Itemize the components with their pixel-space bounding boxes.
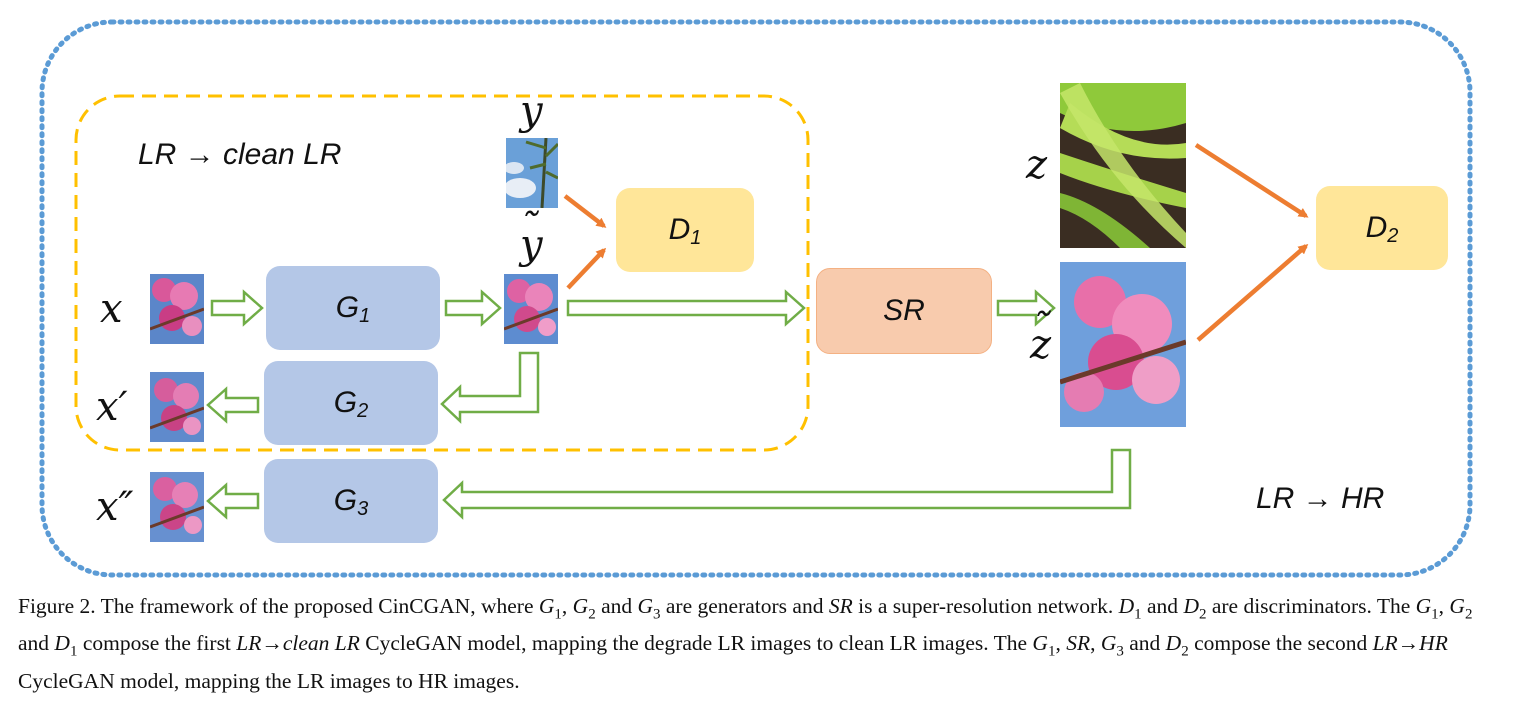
g2-letter: G <box>333 386 358 419</box>
figure-caption: Figure 2. The framework of the proposed … <box>18 592 1502 696</box>
sr-box: SR <box>816 268 992 354</box>
y-image <box>506 138 558 208</box>
outer-region-label: LR → HR <box>1256 482 1385 515</box>
caption-text: , <box>561 594 573 618</box>
caption-symbol: D <box>1183 594 1199 618</box>
arrow-z-to-d2 <box>1194 143 1309 218</box>
arrow-ztilde-to-d2 <box>1196 244 1309 342</box>
caption-symbol: G <box>1415 594 1432 618</box>
g2-subscript: 2 <box>357 399 369 422</box>
x-double-prime-image <box>150 472 204 542</box>
caption-text: , <box>1055 631 1067 656</box>
caption-text: , <box>1090 631 1101 656</box>
z-image <box>1060 83 1186 248</box>
d2-subscript: 2 <box>1387 224 1399 247</box>
diagram-connectors <box>39 19 1473 578</box>
caption-subscript: 2 <box>1181 643 1189 660</box>
caption-symbol: G <box>1100 631 1117 656</box>
caption-subscript: 1 <box>1047 643 1056 660</box>
caption-text: and <box>1141 594 1184 618</box>
caption-emphasis: LR→clean LR <box>236 631 360 656</box>
inner-region-label: LR → clean LR <box>138 138 342 171</box>
label-z-tilde-mark: ˜ <box>1030 306 1050 352</box>
caption-text: are discriminators. The <box>1206 594 1416 618</box>
arrow-ytilde-to-d1 <box>566 247 607 290</box>
g1-subscript: 1 <box>359 304 371 327</box>
caption-text: CycleGAN model, mapping the LR images to… <box>18 668 520 693</box>
arrow-ytilde-to-g2 <box>440 351 540 424</box>
caption-text: CycleGAN model, mapping the degrade LR i… <box>359 631 1033 656</box>
caption-subscript: 1 <box>1134 606 1142 623</box>
caption-subscript: 3 <box>1116 643 1124 660</box>
z-tilde-image <box>1060 262 1186 427</box>
arrow-ytilde-to-sr <box>566 289 806 327</box>
x-image <box>150 274 204 344</box>
arrow-g3-to-xdoubleprime <box>206 482 260 520</box>
caption-symbol: G <box>1449 594 1465 618</box>
label-x: x <box>100 286 123 332</box>
arrow-x-to-g1 <box>210 289 264 327</box>
label-y-tilde-mark: ˜ <box>518 206 538 252</box>
label-z-tilde: z <box>1030 322 1052 368</box>
caption-text: and <box>18 631 55 656</box>
caption-text: are generators and <box>660 594 829 618</box>
label-z: z <box>1026 142 1048 188</box>
caption-subscript: 1 <box>69 643 78 660</box>
caption-text: and <box>1123 631 1166 656</box>
caption-subscript: 1 <box>1431 606 1439 623</box>
label-x-prime: x′ <box>96 384 128 430</box>
caption-symbol: G <box>538 594 555 618</box>
arrow-g2-to-xprime <box>206 386 260 424</box>
caption-symbol: D <box>1118 594 1135 618</box>
g3-subscript: 3 <box>357 497 369 520</box>
caption-subscript: 1 <box>554 606 562 623</box>
inner-region-border <box>74 94 810 452</box>
caption-symbol: D <box>1165 631 1182 656</box>
caption-text: , <box>1438 594 1450 618</box>
caption-text: compose the first <box>77 631 237 656</box>
caption-symbol: G <box>1032 631 1048 656</box>
caption-subscript: 2 <box>1464 606 1473 623</box>
caption-emphasis: SR <box>1066 631 1091 656</box>
caption-symbol: G <box>637 594 654 618</box>
caption-emphasis: SR <box>828 594 853 618</box>
label-y: y <box>520 88 543 134</box>
caption-text: Figure 2. The framework of the proposed … <box>18 594 539 618</box>
caption-symbol: G <box>572 594 589 618</box>
caption-subscript: 3 <box>653 606 661 623</box>
caption-emphasis: LR→HR <box>1372 631 1448 656</box>
y-tilde-image <box>504 274 558 344</box>
label-y-tilde: y <box>520 222 543 268</box>
x-prime-image <box>150 372 204 442</box>
arrow-sr-to-ztilde <box>996 289 1056 327</box>
caption-text: is a super-resolution network. <box>852 594 1119 618</box>
outer-region-border <box>39 19 1473 578</box>
arrow-g1-to-ytilde <box>444 289 502 327</box>
g3-letter: G <box>333 484 358 517</box>
sr-label: SR <box>883 294 925 327</box>
label-x-double-prime: x″ <box>96 484 134 530</box>
caption-subscript: 2 <box>1198 606 1207 623</box>
caption-text: compose the second <box>1188 631 1373 656</box>
caption-subscript: 2 <box>588 606 596 623</box>
arrow-ztilde-to-g3 <box>442 448 1132 520</box>
d2-letter: D <box>1365 211 1388 244</box>
d1-letter: D <box>668 213 691 246</box>
caption-text: and <box>595 594 638 618</box>
arrow-y-to-d1 <box>563 194 607 228</box>
d1-subscript: 1 <box>690 226 702 249</box>
g1-letter: G <box>335 291 360 324</box>
caption-symbol: D <box>54 631 70 656</box>
